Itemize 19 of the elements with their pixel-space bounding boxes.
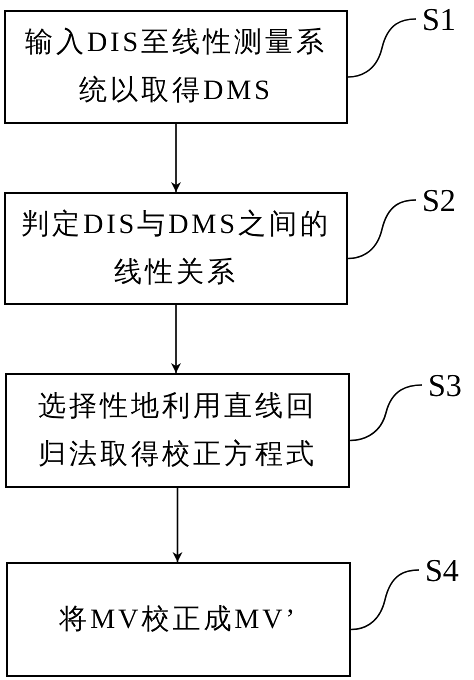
process-box bbox=[5, 373, 350, 488]
step-text: 选择性地利用直线回归法取得校正方程式 bbox=[37, 390, 318, 472]
step-text: 将MV校正成MV’ bbox=[58, 602, 299, 636]
arrow bbox=[172, 488, 182, 562]
process-box bbox=[6, 562, 351, 677]
leader-line bbox=[350, 384, 422, 442]
step-label: S2 bbox=[422, 183, 456, 217]
leader-line bbox=[350, 569, 420, 630]
step-text: 判定DIS与DMS之间的线性关系 bbox=[20, 208, 332, 290]
step-text: 输入DIS至线性测量系统以取得DMS bbox=[24, 26, 328, 108]
step-label: S4 bbox=[425, 553, 459, 587]
leader-line bbox=[348, 18, 416, 78]
step-label: S3 bbox=[428, 368, 462, 402]
step-label: S1 bbox=[422, 2, 456, 36]
arrow bbox=[171, 124, 181, 192]
process-box bbox=[4, 192, 348, 305]
process-box bbox=[4, 10, 348, 124]
arrow bbox=[171, 305, 181, 373]
leader-line bbox=[348, 199, 416, 260]
